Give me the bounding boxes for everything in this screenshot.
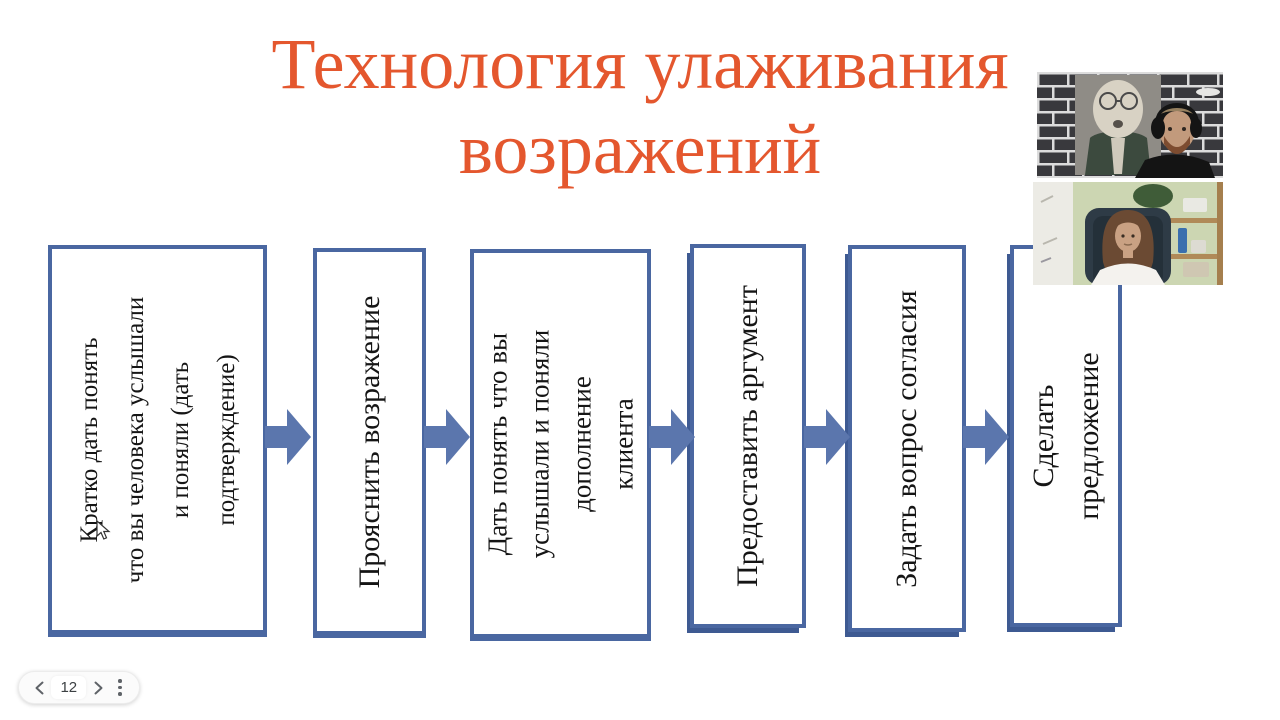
previous-slide-button[interactable] [29,678,49,698]
flow-step-1-label: Кратко дать понять что вы человека услыш… [75,296,240,583]
page-number: 12 [51,676,87,699]
arrow-right-icon [963,409,1009,465]
flow-step-2: Прояснить возражение [313,248,426,638]
flow-step-3-label: Дать понять что вы услышали и поняли доп… [481,329,638,558]
flow-step-1: Кратко дать понять что вы человека услыш… [48,245,267,637]
flow-step-4-label: Предоставить аргумент [731,285,764,587]
flow-step-6: Сделать предложение [1010,245,1122,627]
chevron-left-icon [35,681,43,694]
arrow-right-icon [265,409,311,465]
flow-step-4: Предоставить аргумент [690,244,806,628]
arrow-right-icon [649,409,695,465]
webcam-female-presenter[interactable] [1033,182,1223,285]
arrow-right-icon [804,409,850,465]
slide-title: Технология улаживания возражений [271,24,1009,189]
flow-step-6-label: Сделать предложение [1027,352,1105,520]
flow-step-3: Дать понять что вы услышали и поняли доп… [470,249,651,641]
webcam-male-presenter[interactable] [1037,72,1223,178]
slide-navigation: 12 [18,671,140,704]
mouse-cursor [96,520,111,540]
arrow-right-icon [424,409,470,465]
kebab-menu-icon[interactable] [111,678,129,698]
flow-step-5-label: Задать вопрос согласия [890,289,923,588]
flow-step-2-label: Прояснить возражение [352,295,386,588]
chevron-right-icon [94,681,103,694]
flow-step-5: Задать вопрос согласия [848,245,966,632]
next-slide-button[interactable] [89,678,109,698]
